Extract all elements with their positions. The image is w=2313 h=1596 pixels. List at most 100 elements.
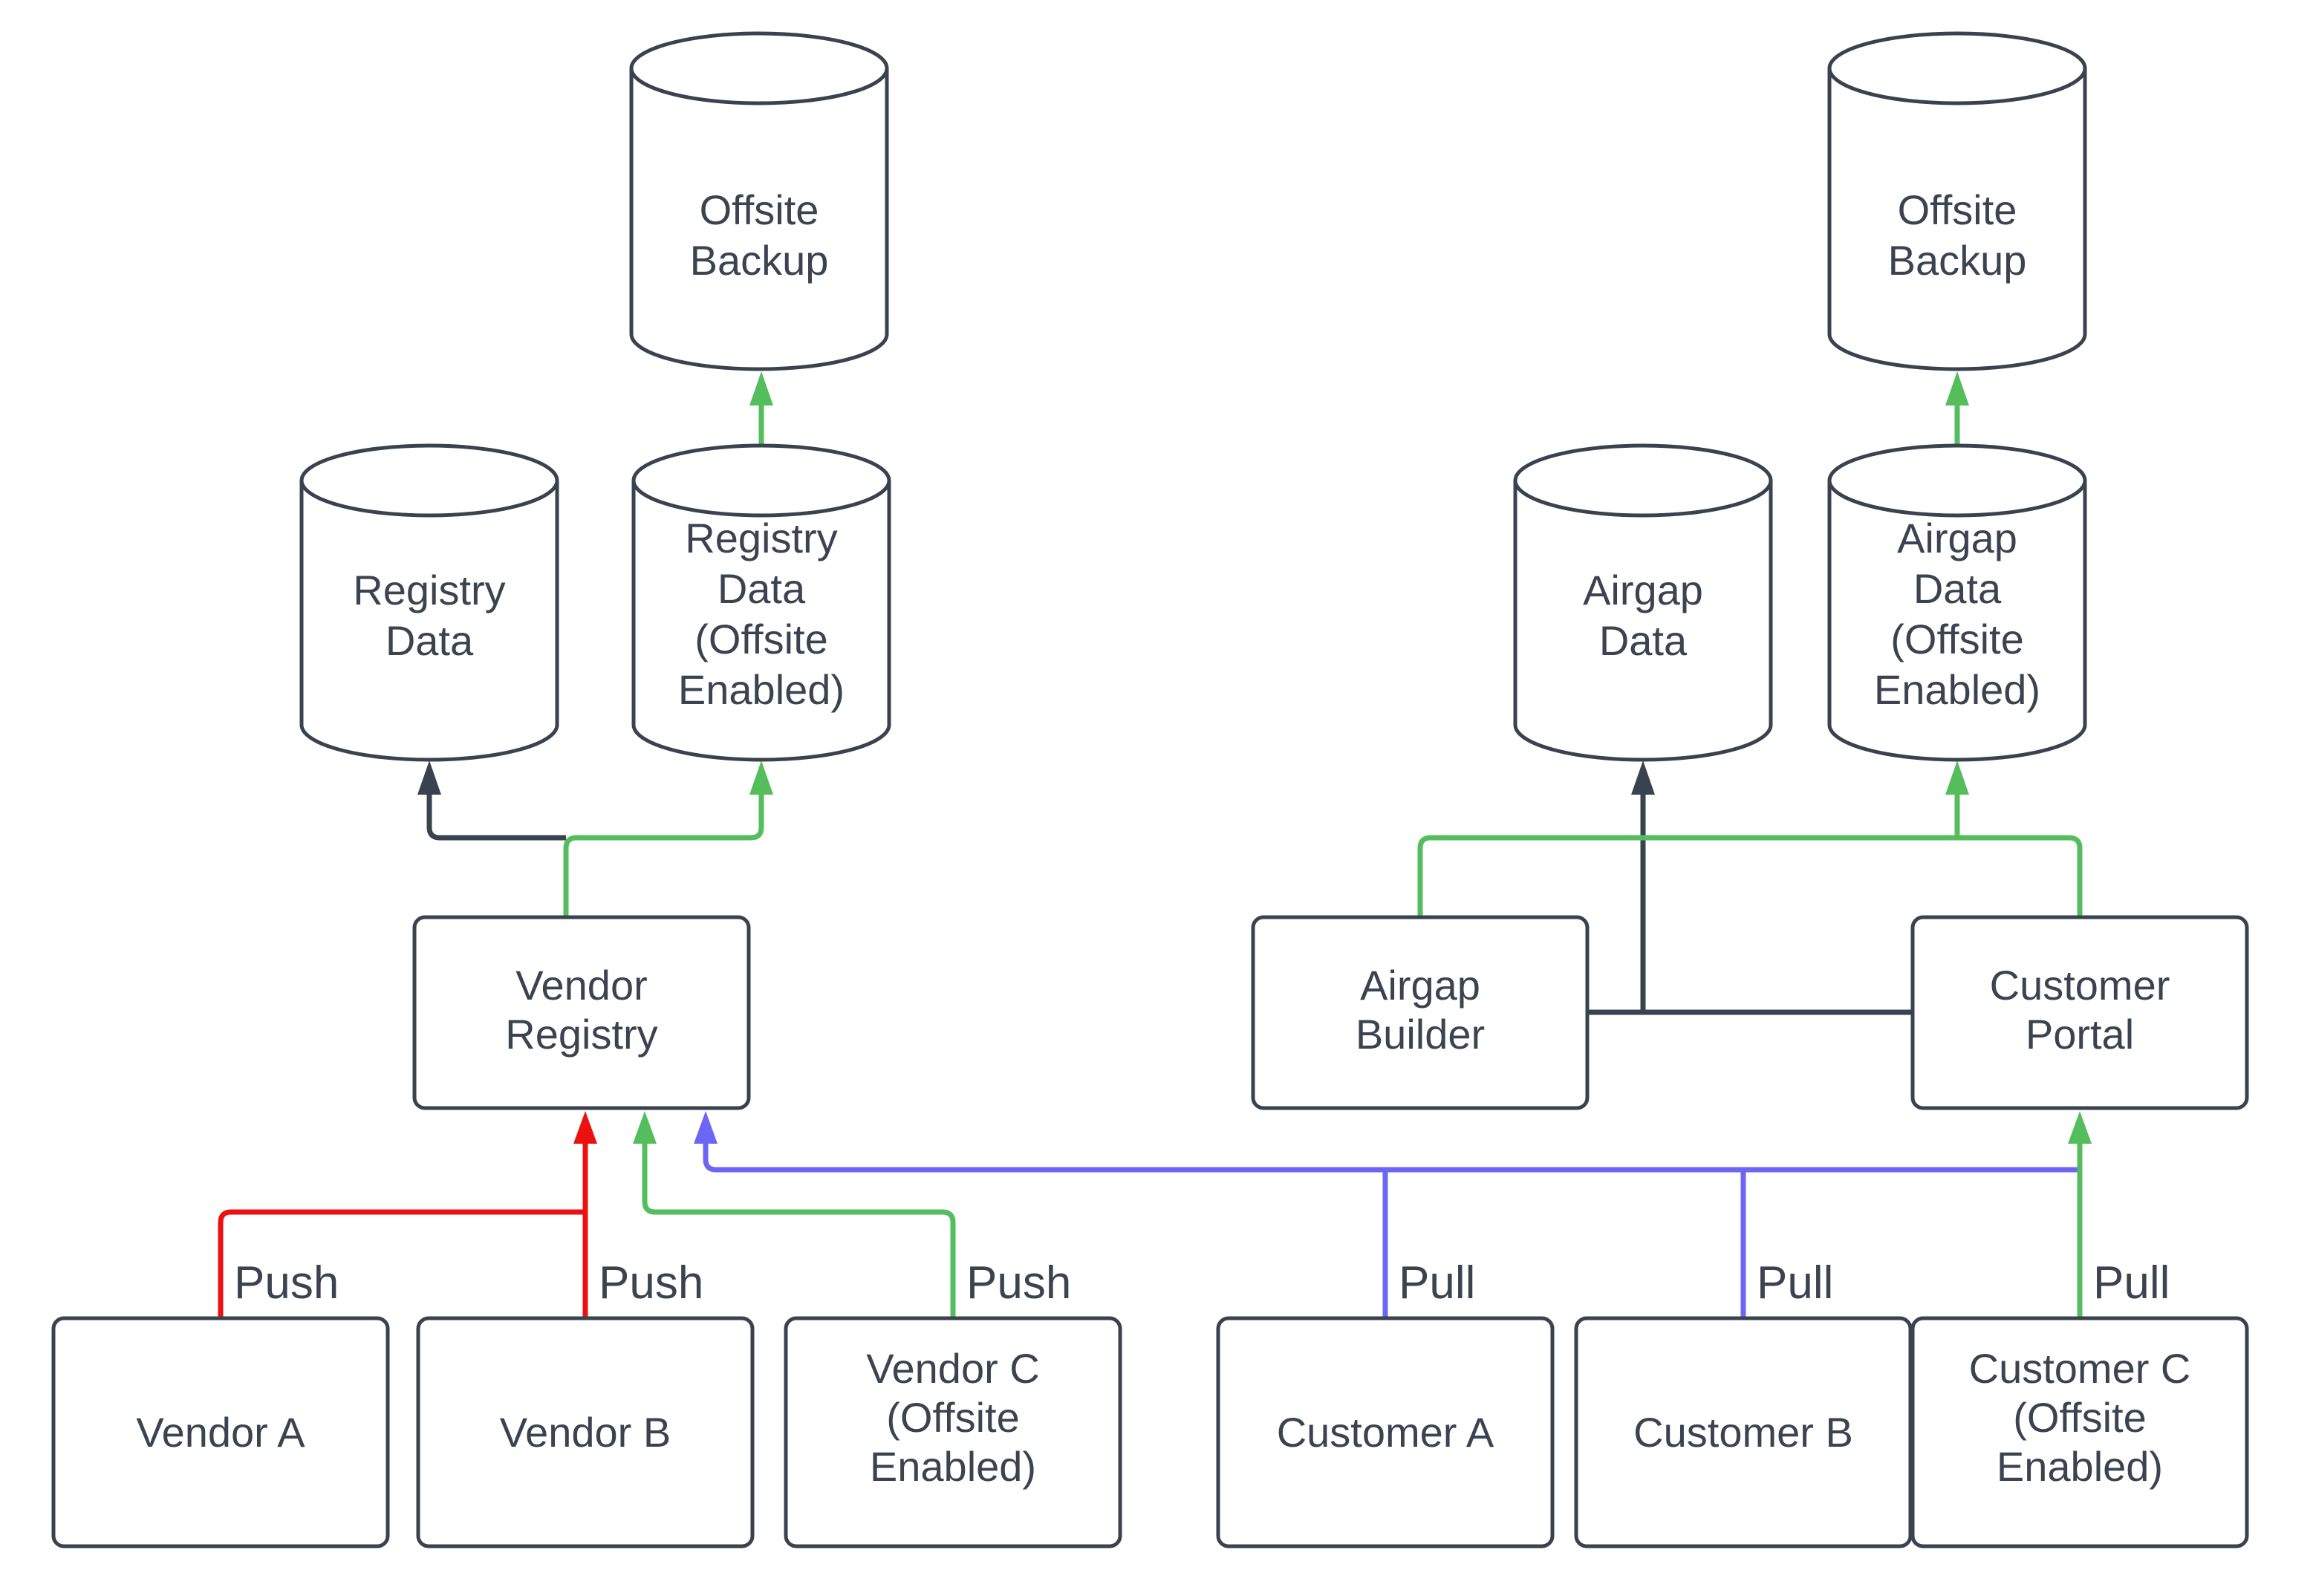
node-offsite-backup-left: Offsite Backup [629,31,889,371]
node-vendor-b: Vendor B [416,1316,755,1548]
arrowhead-up-icon [1945,371,1969,405]
arrowhead-up-icon [417,760,441,795]
node-customer-a: Customer A [1216,1316,1555,1548]
cylinder-body [629,68,889,371]
cylinder-top [629,31,889,105]
node-offsite-backup-right: Offsite Backup [1827,31,2087,371]
box [412,915,751,1110]
node-label: Offsite [700,186,819,233]
cylinder-top [1513,443,1773,518]
edge-line [642,1144,956,1318]
box [784,1316,1122,1548]
node-label: Vendor C [866,1345,1040,1392]
node-label: Data [386,617,474,664]
edge-vendor-registry-to-registry-data [417,760,566,841]
edge-label-pull-customer-c: Pull [2093,1257,2170,1309]
node-label: Vendor [515,962,648,1009]
node-label: Enabled) [1874,666,2040,713]
node-label: Registry [685,515,837,561]
node-vendor-a: Vendor A [51,1316,390,1548]
node-label: Data [1599,617,1688,664]
edge-customer-c-pull [2068,1111,2092,1318]
arrowhead-up-icon [1945,760,1969,795]
node-label: (Offsite [1890,616,2023,662]
node-registry-data: Registry Data [299,443,559,762]
edge-line [218,1209,585,1318]
node-label: Customer B [1633,1409,1853,1456]
arrowhead-up-icon [749,371,773,405]
node-label: Vendor A [136,1409,305,1456]
edge-line [703,1144,2078,1173]
box [1910,915,2249,1110]
cylinder-body [1513,481,1773,762]
cylinder-top [299,443,559,518]
edge-line [1417,835,2083,917]
node-label: Airgap [1583,567,1703,613]
node-label: Customer [1990,962,2170,1009]
node-label: Data [718,565,806,612]
cylinder-top [1827,31,2087,105]
node-vendor-registry: Vendor Registry [412,915,751,1110]
edge-label-push-vendor-a: Push [234,1257,339,1309]
box [1574,1316,1913,1548]
node-label: Portal [2026,1011,2134,1058]
arrowhead-up-icon [694,1111,718,1144]
box [51,1316,390,1548]
arrowhead-up-icon [749,760,773,795]
node-label: Registry [505,1011,657,1058]
edge-to-airgap-data-offsite [1417,760,2083,917]
node-airgap-builder: Airgap Builder [1251,915,1590,1110]
edge-line [563,795,764,917]
box [1216,1316,1555,1548]
node-airgap-data: Airgap Data [1513,443,1773,762]
node-label: Backup [1888,237,2027,284]
arrowhead-up-icon [633,1111,657,1144]
edge-line [426,795,566,841]
edge-label-push-vendor-b: Push [599,1257,703,1309]
arrowhead-up-icon [2068,1111,2092,1144]
cylinder-body [1827,68,2087,371]
edge-label-pull-customer-a: Pull [1399,1257,1475,1309]
node-customer-portal: Customer Portal [1910,915,2249,1110]
box [1251,915,1590,1110]
node-label: Airgap [1897,515,2017,561]
cylinder-body [1827,481,2087,762]
edge-vendor-registry-to-registry-data-offsite [563,760,773,917]
arrowhead-up-icon [1631,760,1655,795]
box [1910,1316,2249,1548]
cylinder-top [1827,443,2087,518]
node-registry-data-offsite: Registry Data (Offsite Enabled) [631,443,891,762]
node-label: Data [1913,565,2002,612]
cylinder-body [631,481,891,762]
edge-registry-data-offsite-to-offsite-backup [749,371,773,446]
node-label: (Offsite [886,1394,1019,1441]
node-customer-b: Customer B [1574,1316,1913,1548]
edge-label-pull-customer-b: Pull [1757,1257,1833,1309]
node-label: Airgap [1360,962,1480,1009]
node-label: Registry [353,567,505,613]
node-label: (Offsite [2013,1394,2146,1441]
node-label: (Offsite [694,616,827,662]
node-label: Enabled) [1997,1443,2163,1490]
cylinder-body [299,481,559,762]
edge-airgap-data-offsite-to-offsite-backup [1945,371,1969,446]
node-label: Vendor B [500,1409,671,1456]
edge-vendors-push [218,1111,597,1318]
node-vendor-c: Vendor C (Offsite Enabled) [784,1316,1122,1548]
node-label: Builder [1356,1011,1485,1058]
edge-label-push-vendor-c: Push [966,1257,1071,1309]
node-label: Backup [690,237,829,284]
box [416,1316,755,1548]
node-label: Customer A [1277,1409,1494,1456]
arrowhead-up-icon [573,1111,597,1144]
cylinder-top [631,443,891,518]
node-label: Customer C [1969,1345,2191,1392]
edge-vendor-c-push [633,1111,956,1318]
node-airgap-data-offsite: Airgap Data (Offsite Enabled) [1827,443,2087,762]
node-label: Enabled) [870,1443,1036,1490]
node-label: Enabled) [678,666,845,713]
node-customer-c: Customer C (Offsite Enabled) [1910,1316,2249,1548]
node-label: Offsite [1898,186,2017,233]
